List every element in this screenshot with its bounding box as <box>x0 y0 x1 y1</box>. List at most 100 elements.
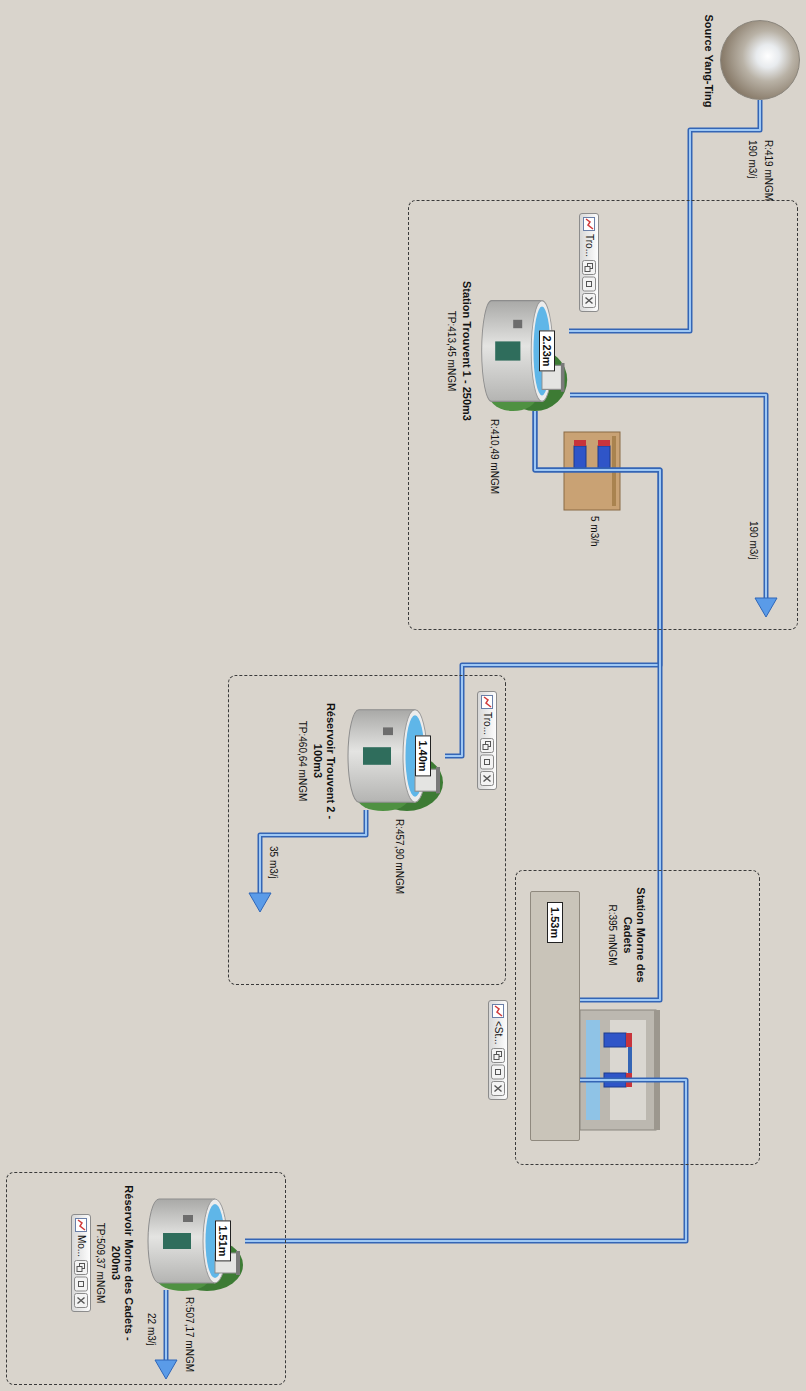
window-buttons <box>492 1048 505 1062</box>
text-column: Réservoir Trouvent 2 - 100m3TP:460,64 mN… <box>296 691 337 831</box>
window-buttons <box>587 281 592 286</box>
window-toolbar: Tro... <box>477 691 497 790</box>
window-buttons <box>75 1261 88 1275</box>
reservoir-group: 1.40m Réservoir Trouvent 2 - 100m3TP:460,… <box>228 675 506 985</box>
level-reading: 1.53m <box>547 902 563 943</box>
window-name: Tro... <box>583 234 595 257</box>
outflow-arrow <box>260 810 366 895</box>
value-label: R:410,49 mNGM <box>488 419 500 494</box>
value-label: 190 m3/j <box>746 140 758 178</box>
tank-drawing <box>383 727 393 735</box>
window-buttons <box>495 1085 502 1091</box>
pumping-station-building <box>654 1010 660 1130</box>
outflow-arrow <box>570 395 777 617</box>
chart-icon <box>586 219 593 229</box>
tank-drawing <box>561 363 565 392</box>
station-group: 1.53mStation Morne des CadetsR:395 mNGM <box>515 870 760 1165</box>
window-buttons <box>496 1069 501 1074</box>
pipe-line <box>535 411 660 1000</box>
window-buttons <box>77 1267 82 1272</box>
chart-icon <box>75 1218 87 1232</box>
pipe-line <box>569 100 760 331</box>
reservoir-group: 1.51m Réservoir Morne des Cadets - 200m3 M… <box>6 1172 286 1385</box>
window-buttons <box>491 1048 505 1096</box>
value-label: R:395 mNGM <box>606 904 618 965</box>
chart-icon <box>484 697 491 707</box>
storage-tank: 1.51m <box>145 1191 245 1291</box>
pipe-connector <box>245 1080 686 1241</box>
pump-symbol <box>626 1033 632 1047</box>
tank-drawing <box>436 767 440 793</box>
window-buttons <box>74 1260 88 1308</box>
chart-icon <box>76 1218 87 1231</box>
level-reading: 1.51m <box>215 1220 231 1261</box>
tank-drawing <box>163 1233 191 1249</box>
pipe-line <box>569 100 760 331</box>
outflow-arrow <box>755 598 777 617</box>
group-title: Réservoir Morne des Cadets - 200m3 <box>109 1173 135 1353</box>
window-buttons <box>483 744 488 749</box>
storage-tank: 1.40m <box>345 701 445 811</box>
pump-symbol <box>604 1033 626 1047</box>
window-buttons <box>494 1054 499 1059</box>
pumping-station-building <box>580 1010 656 1130</box>
value-label: 5 m3/h <box>588 516 600 547</box>
window-buttons <box>75 1294 88 1308</box>
window-buttons <box>583 277 596 291</box>
text-column: Réservoir Morne des Cadets - 200m3 Mo... T… <box>71 1173 135 1353</box>
window-buttons <box>78 1298 85 1304</box>
window-buttons <box>492 1081 505 1095</box>
window-buttons <box>481 771 494 785</box>
value-label: 190 m3/j <box>747 521 759 559</box>
value-label: R:507,17 mNGM <box>183 1297 195 1372</box>
tank-drawing <box>236 1251 240 1275</box>
pipe-connector <box>569 100 760 331</box>
chart-icon <box>495 1006 502 1016</box>
pump-symbol <box>598 440 610 446</box>
window-buttons <box>79 1282 84 1287</box>
outflow-arrow <box>249 893 271 912</box>
outflow-arrow <box>164 1290 169 1362</box>
storage-tank: 2.23m <box>479 291 569 411</box>
spring-source: Source Yang-Ting <box>720 20 800 100</box>
value-label: TP:460,64 mNGM <box>296 721 308 802</box>
group-title: Station Trouvent 1 - 250m3 <box>460 281 473 421</box>
value-label: R:457,90 mNGM <box>393 819 405 894</box>
text-column: Station Trouvent 1 - 250m3TP:413,45 mNGM <box>445 281 473 421</box>
chart-icon <box>482 696 493 709</box>
chart-icon <box>493 1005 504 1018</box>
window-buttons <box>586 297 593 303</box>
tank-drawing <box>513 320 522 328</box>
pipe-line <box>245 1080 686 1241</box>
pump-symbol <box>574 440 610 468</box>
outflow-arrow <box>570 395 766 600</box>
tank-drawing <box>479 291 569 411</box>
value-label: 35 m3/j <box>267 846 279 879</box>
window-buttons <box>480 738 494 786</box>
window-name: <St... <box>492 1021 504 1045</box>
level-reading: 2.23m <box>539 330 555 371</box>
window-buttons <box>485 759 490 764</box>
window-buttons <box>585 266 590 271</box>
value-label: R:419 mNGM <box>762 140 774 201</box>
window-name: Tro... <box>481 712 493 735</box>
outflow-arrow <box>249 810 366 912</box>
outflow-arrow <box>570 395 766 600</box>
chart-icon <box>481 695 493 709</box>
outflow-arrow <box>155 1360 177 1379</box>
chart-icon <box>492 1004 504 1018</box>
level-reading: 1.40m <box>415 735 431 776</box>
window-toolbar: Tro... <box>579 213 599 312</box>
pumping-station-building <box>580 1010 660 1130</box>
value-label: TP:509,37 mNGM <box>94 1223 106 1304</box>
tank-drawing <box>183 1215 193 1222</box>
window-buttons <box>582 260 596 308</box>
window-name: Mo... <box>75 1235 87 1257</box>
group-title: Réservoir Trouvent 2 - 100m3 <box>311 691 337 831</box>
window-buttons <box>492 1065 505 1079</box>
pipe-connector <box>535 411 660 1000</box>
chart-icon <box>584 218 595 231</box>
window-buttons <box>481 755 494 769</box>
